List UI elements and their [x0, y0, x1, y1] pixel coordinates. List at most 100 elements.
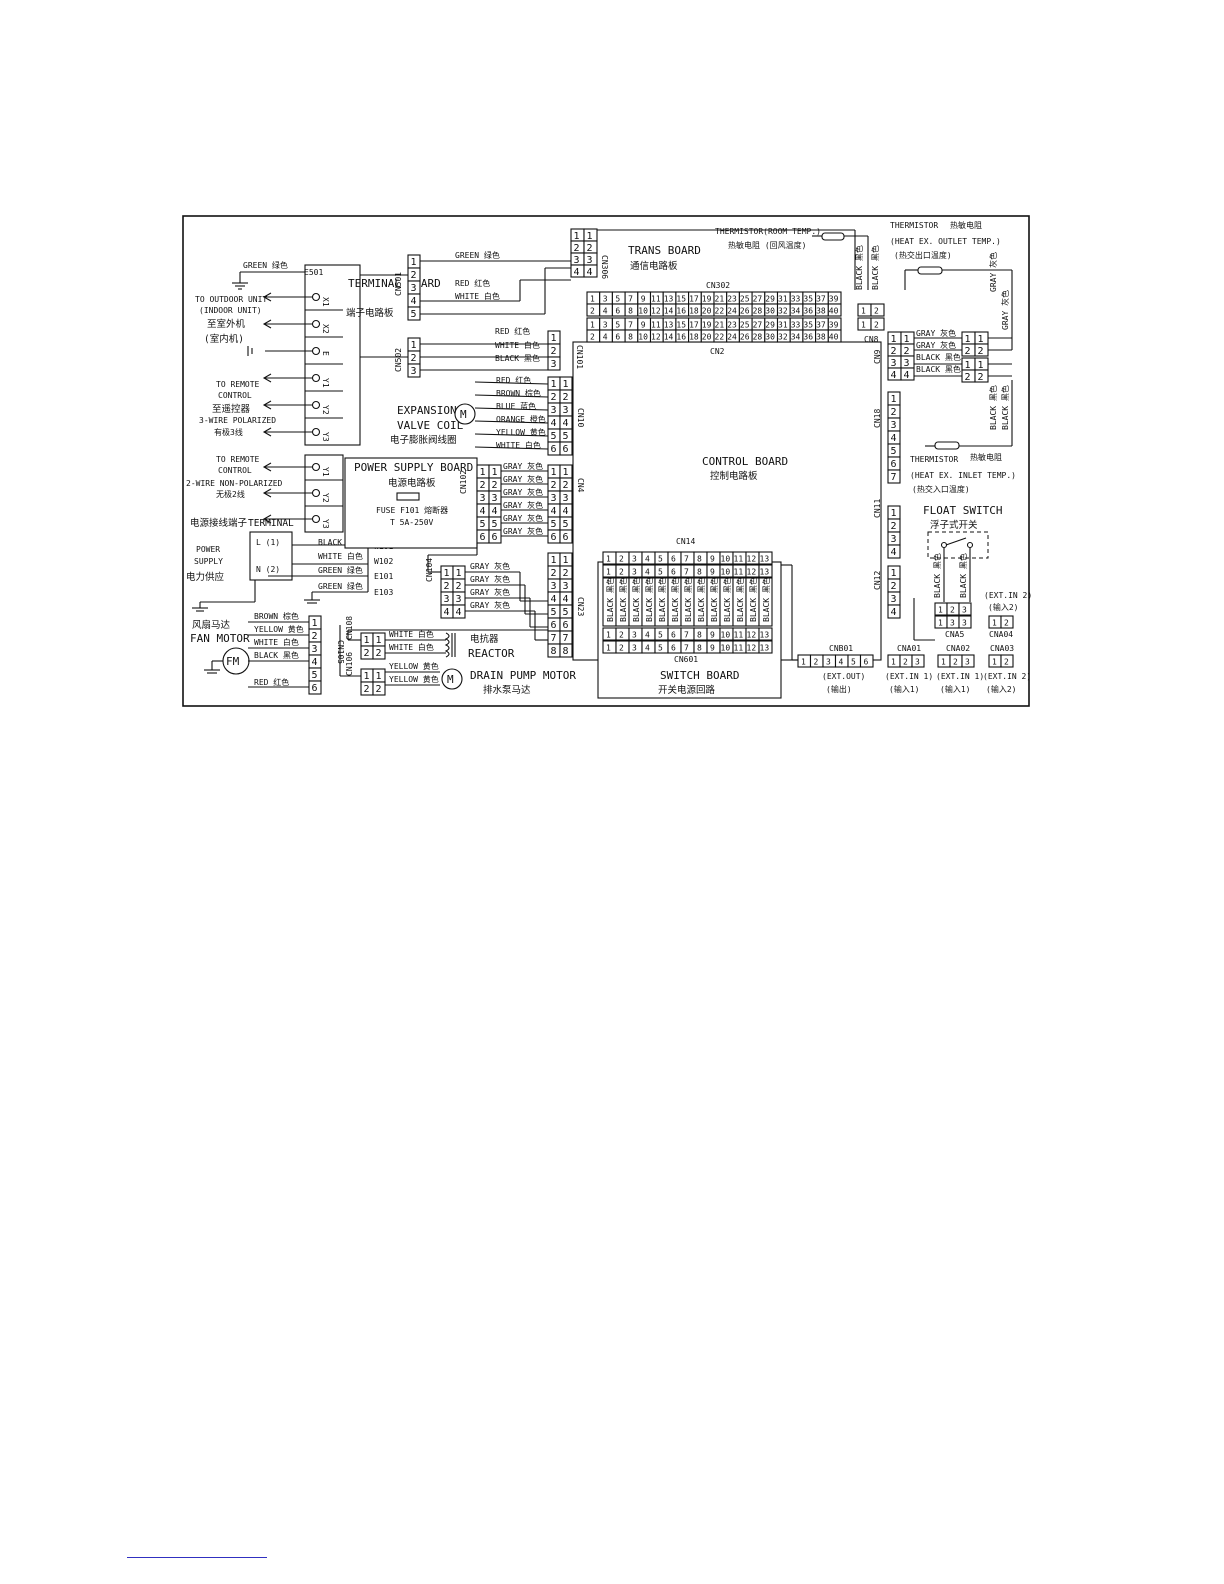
svg-text:4: 4	[904, 370, 910, 381]
svg-text:2: 2	[574, 243, 580, 254]
svg-text:Y1: Y1	[321, 378, 330, 388]
float-switch-cn: 浮子式开关	[930, 519, 978, 531]
fan-wire-2: WHITE 白色	[254, 637, 299, 647]
svg-text:26: 26	[740, 307, 750, 316]
svg-text:3: 3	[563, 405, 569, 416]
e101-label: E101	[374, 572, 393, 581]
power-cn-label: 电力供应	[186, 571, 225, 583]
terminal-label: TERMINAL	[248, 518, 294, 529]
svg-text:11: 11	[734, 644, 744, 653]
switch-wire-10: BLACK 黑色	[732, 577, 747, 627]
svg-text:32: 32	[778, 333, 788, 342]
svg-text:20: 20	[702, 307, 712, 316]
svg-text:1: 1	[891, 394, 897, 405]
svg-text:6: 6	[551, 444, 557, 455]
svg-text:5: 5	[563, 431, 569, 442]
fan-wire-0: BROWN 棕色	[254, 611, 299, 621]
expansion-cn: 电子膨胀阀线圈	[390, 434, 457, 446]
svg-text:3: 3	[492, 493, 498, 504]
svg-text:7: 7	[628, 321, 633, 330]
fan-motor-cn: 风扇马达	[192, 619, 231, 631]
thermistor-in-label: THERMISTOR	[910, 455, 958, 464]
cn10-wire-2: BLUE 蓝色	[496, 401, 536, 411]
svg-text:4: 4	[587, 267, 593, 278]
cn501-wire-2: WHITE 白色	[455, 291, 500, 301]
svg-text:10: 10	[638, 307, 648, 316]
svg-text:2: 2	[492, 480, 498, 491]
svg-text:7: 7	[684, 631, 689, 640]
svg-text:1: 1	[606, 555, 611, 564]
svg-text:3: 3	[444, 594, 450, 605]
svg-text:21: 21	[715, 321, 725, 330]
trans-board-label: TRANS BOARD	[628, 244, 701, 257]
thermistor-outlet: THERMISTOR 热敏电阻 (HEAT EX. OUTLET TEMP.) …	[890, 220, 1013, 350]
svg-text:19: 19	[702, 321, 712, 330]
terminal-screw-e: E	[305, 346, 343, 365]
cn8-wire-0: BLACK 黑色	[854, 245, 864, 290]
thermistor-out-cn-2: (热交出口温度)	[894, 250, 952, 260]
terminal-screw-x1: X1	[262, 292, 343, 311]
trans-board: TRANS BOARD 通信电路板	[597, 229, 856, 290]
fan-motor-fm: FM	[226, 655, 240, 668]
reactor-cn: 电抗器	[470, 633, 499, 645]
cn102-wire-0: GRAY 灰色	[503, 461, 543, 471]
terminal-screw-y1: Y1	[262, 373, 343, 392]
svg-text:14: 14	[664, 333, 674, 342]
fan-wire-3: BLACK 黑色	[254, 650, 299, 660]
svg-text:4: 4	[563, 418, 569, 429]
svg-text:5: 5	[658, 644, 663, 653]
terminal-screw-x2: X2	[262, 319, 343, 338]
to-remote-label-1: TO REMOTE	[216, 380, 260, 389]
svg-text:1: 1	[891, 508, 897, 519]
svg-text:10: 10	[638, 333, 648, 342]
terminal-screw-y1: Y1	[262, 462, 343, 481]
svg-text:6: 6	[615, 333, 620, 342]
svg-text:1: 1	[861, 321, 866, 330]
control-board-label: CONTROL BOARD	[702, 455, 788, 468]
svg-text:2: 2	[814, 658, 819, 667]
cn106-label: CN106	[345, 652, 354, 676]
svg-text:40: 40	[829, 333, 839, 342]
svg-text:5: 5	[480, 519, 486, 530]
cn8-wire-1: BLACK 黑色	[870, 245, 880, 290]
power-wire-2: GREEN 绿色	[318, 565, 363, 575]
svg-text:5: 5	[551, 607, 557, 618]
power-wire-3: GREEN 绿色	[318, 581, 363, 591]
terminal-board: TERMINAL BOARD 端子电路板 E501 GREEN 绿色	[232, 260, 441, 533]
svg-text:9: 9	[641, 295, 646, 304]
svg-text:Y2: Y2	[321, 405, 330, 415]
cn18-label: CN18	[873, 409, 882, 428]
svg-text:4: 4	[456, 607, 462, 618]
svg-text:1: 1	[411, 340, 417, 351]
svg-text:5: 5	[411, 309, 417, 320]
svg-text:5: 5	[563, 519, 569, 530]
svg-text:1: 1	[801, 658, 806, 667]
svg-text:1: 1	[606, 631, 611, 640]
thermo-in-wire-0: BLACK 黑色	[988, 385, 998, 430]
svg-text:6: 6	[312, 683, 318, 694]
svg-text:7: 7	[628, 295, 633, 304]
svg-text:11: 11	[734, 568, 744, 577]
ext-in1b-label: (EXT.IN 1)	[936, 672, 984, 681]
svg-text:1: 1	[965, 360, 971, 371]
switch-wire-5: BLACK 黑色	[667, 577, 682, 627]
expansion-valve: EXPANSION VALVE COIL 电子膨胀阀线圈 M	[390, 403, 476, 446]
svg-text:6: 6	[563, 620, 569, 631]
cn12-label: CN12	[873, 571, 882, 590]
svg-text:6: 6	[671, 555, 676, 564]
ext-out-cn: (输出)	[826, 684, 852, 694]
svg-text:1: 1	[606, 568, 611, 577]
ext-in2-top-label: (EXT.IN 2)	[984, 591, 1032, 600]
svg-text:2: 2	[411, 353, 417, 364]
svg-text:3: 3	[950, 619, 955, 628]
outdoor-labels: TO OUTDOOR UNIT (INDOOR UNIT) 至室外机 (室内机)…	[186, 295, 283, 499]
cn102-wire-5: GRAY 灰色	[503, 526, 543, 536]
svg-text:2: 2	[551, 568, 557, 579]
